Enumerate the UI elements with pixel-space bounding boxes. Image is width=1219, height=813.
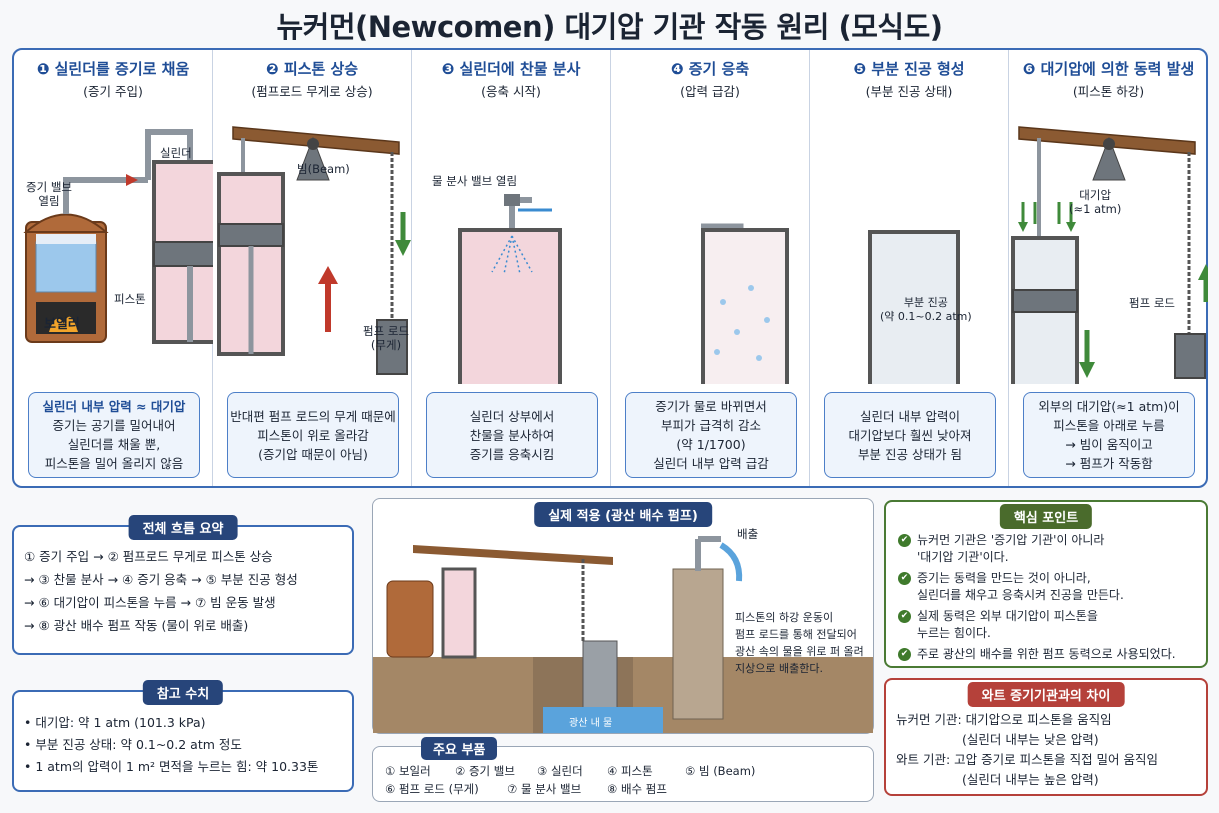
- step-6: ❻ 대기압에 의한 동력 발생 (피스톤 하강) 대기압(≈1 atm) 펌프 …: [1009, 50, 1208, 486]
- label-water-valve: 물 분사 밸브 열림: [432, 174, 518, 188]
- flow-line: → ⑥ 대기압이 피스톤을 누름 → ⑦ 빔 운동 발생: [24, 595, 276, 610]
- step-4-description: 증기가 물로 바뀌면서 부피가 급격히 감소 (약 1/1700) 실린더 내부…: [625, 392, 797, 478]
- step-5-title: ❺ 부분 진공 형성: [853, 60, 965, 78]
- flow-line: ① 증기 주입 → ② 펌프로드 무게로 피스톤 상승: [24, 549, 273, 564]
- step-5-subtitle: (부분 진공 상태): [865, 84, 953, 99]
- step-6-illustration: [1011, 126, 1208, 384]
- application-box: 실제 적용 (광산 배수 펌프) 배출 광산 내 물 피스톤의 하강 운동이 펌…: [372, 498, 874, 734]
- label-beam: 빔(Beam): [297, 162, 350, 176]
- parts-head: 주요 부품: [421, 737, 498, 760]
- steam-arrow-icon: [126, 174, 138, 186]
- parts-box: 주요 부품 ① 보일러 ② 증기 밸브 ③ 실린더 ④ 피스톤 ⑤ 빔 (Bea…: [372, 737, 874, 802]
- label-mine-water: 광산 내 물: [569, 718, 613, 729]
- part-item: ① 보일러: [385, 764, 431, 778]
- watt-line: (실린더 내부는 높은 압력): [962, 772, 1099, 787]
- check-icon: ✔: [898, 610, 911, 623]
- step-3-title: ❸ 실린더에 찬물 분사: [441, 60, 581, 78]
- step-2-description: 반대편 펌프 로드의 무게 때문에 피스톤이 위로 올라감 (증기압 때문이 아…: [227, 392, 399, 478]
- part-item: ② 증기 밸브: [455, 764, 515, 778]
- label-pump-rod-6: 펌프 로드: [1129, 296, 1175, 310]
- pump-tower-shape: [672, 568, 724, 720]
- watt-difference-box: 와트 증기기관과의 차이 뉴커먼 기관: 대기압으로 피스톤을 움직임 (실린더…: [884, 678, 1208, 796]
- label-piston: 피스톤: [114, 292, 146, 306]
- part-item: ③ 실린더: [537, 764, 583, 778]
- water-valve-icon: [504, 194, 520, 206]
- step-2-subtitle: (펌프로드 무게로 상승): [251, 84, 373, 99]
- outflow-water-icon: [719, 542, 743, 582]
- application-description: 피스톤의 하강 운동이 펌프 로드를 통해 전달되어 광산 속의 물을 위로 퍼…: [735, 611, 864, 675]
- piston-shape: [153, 241, 213, 267]
- page-title: 뉴커먼(Newcomen) 대기압 기관 작동 원리 (모식도): [276, 10, 943, 44]
- step-4-title: ❹ 증기 응축: [670, 60, 750, 78]
- step-1-subtitle: (증기 주입): [83, 84, 143, 99]
- application-head: 실제 적용 (광산 배수 펌프): [534, 502, 712, 527]
- keypoints-box: 핵심 포인트 ✔뉴커먼 기관은 '증기압 기관'이 아니라'대기압 기관'이다.…: [884, 500, 1208, 668]
- watt-difference-head: 와트 증기기관과의 차이: [967, 682, 1125, 707]
- reference-head: 참고 수치: [142, 680, 224, 705]
- step-5: ❺ 부분 진공 형성 (부분 진공 상태) 부분 진공(약 0.1~0.2 at…: [810, 50, 1009, 486]
- label-cylinder: 실린더: [160, 146, 192, 160]
- label-boiler: 보일러: [44, 317, 80, 332]
- step-1-illustration: [23, 129, 213, 344]
- check-icon: ✔: [898, 648, 911, 661]
- step-2-title: ❷ 피스톤 상승: [265, 60, 359, 78]
- keypoint-item: ✔뉴커먼 기관은 '증기압 기관'이 아니라'대기압 기관'이다.: [898, 532, 1202, 566]
- step-4-illustration: [701, 223, 789, 384]
- flow-line: → ③ 찬물 분사 → ④ 증기 응축 → ⑤ 부분 진공 형성: [24, 572, 298, 587]
- up-arrow-icon: [1198, 264, 1208, 280]
- check-icon: ✔: [898, 572, 911, 585]
- flow-summary-box: 전체 흐름 요약 ① 증기 주입 → ② 펌프로드 무게로 피스톤 상승 → ③…: [12, 515, 354, 655]
- step-1-description: 실린더 내부 압력 ≈ 대기압 증기는 공기를 밀어내어 실린더를 채울 뿐, …: [28, 392, 200, 478]
- down-arrow-icon: [1079, 362, 1095, 378]
- step-6-description: 외부의 대기압(≈1 atm)이 피스톤을 아래로 누름 → 빔이 움직이고 →…: [1023, 392, 1195, 478]
- flow-line: → ⑧ 광산 배수 펌프 작동 (물이 위로 배출): [24, 618, 249, 633]
- step-2: ❷ 피스톤 상승 (펌프로드 무게로 상승) 빔(Beam) 펌프 로드(무게)…: [213, 50, 412, 486]
- part-item: ⑤ 빔 (Beam): [685, 764, 756, 778]
- step-2-illustration: [217, 126, 411, 375]
- reference-line: • 대기압: 약 1 atm (101.3 kPa): [24, 715, 206, 730]
- label-pump-rod: 펌프 로드(무게): [363, 324, 409, 352]
- keypoint-item: ✔주로 광산의 배수를 위한 펌프 동력으로 사용되었다.: [898, 646, 1202, 663]
- part-item: ④ 피스톤: [607, 764, 653, 778]
- part-item: ⑧ 배수 펌프: [607, 782, 667, 796]
- part-item: ⑦ 물 분사 밸브: [507, 782, 582, 796]
- label-outflow: 배출: [737, 527, 759, 541]
- atm-arrow-icon: [1018, 222, 1028, 232]
- pump-weight-shape: [376, 319, 408, 375]
- step-3-subtitle: (응축 시작): [481, 84, 541, 99]
- reference-line: • 부분 진공 상태: 약 0.1~0.2 atm 정도: [24, 737, 242, 752]
- mine-pump-illustration: [373, 536, 873, 733]
- water-spray-icon: [491, 235, 533, 275]
- step-3-description: 실린더 상부에서 찬물을 분사하여 증기를 응축시킴: [426, 392, 598, 478]
- step-1-title: ❶ 실린더를 증기로 채움: [36, 60, 190, 78]
- flow-summary-head: 전체 흐름 요약: [128, 515, 238, 540]
- step-3: ❸ 실린더에 찬물 분사 (응축 시작) 물 분사 밸브 열림 실린더 상부에서…: [412, 50, 611, 486]
- reference-box: 참고 수치 • 대기압: 약 1 atm (101.3 kPa) • 부분 진공…: [12, 680, 354, 792]
- watt-line: (실린더 내부는 낮은 압력): [962, 732, 1099, 747]
- keypoint-item: ✔증기는 동력을 만드는 것이 아니라,실린더를 채우고 응축시켜 진공을 만든…: [898, 570, 1202, 604]
- reference-line: • 1 atm의 압력이 1 m² 면적을 누르는 힘: 약 10.33톤: [24, 759, 319, 774]
- step-4-subtitle: (압력 급감): [680, 84, 740, 99]
- keypoints-head: 핵심 포인트: [999, 504, 1093, 529]
- watt-line: 뉴커먼 기관: 대기압으로 피스톤을 움직임: [896, 712, 1112, 727]
- step-5-illustration: [868, 230, 960, 384]
- step-5-description: 실린더 내부 압력이 대기압보다 훨씬 낮아져 부분 진공 상태가 됨: [824, 392, 996, 478]
- step-4: ❹ 증기 응축 (압력 급감) 증기가 물로 바뀌면서 부피가 급격히 감소 (…: [611, 50, 810, 486]
- check-icon: ✔: [898, 534, 911, 547]
- up-arrow-icon: [318, 266, 338, 284]
- mine-water-shape: [543, 707, 663, 733]
- step-3-illustration: [458, 194, 562, 384]
- step-6-title: ❻ 대기압에 의한 동력 발생: [1022, 60, 1195, 78]
- fire-icon: [49, 316, 78, 332]
- part-item: ⑥ 펌프 로드 (무게): [385, 782, 479, 796]
- down-arrow-icon: [395, 240, 411, 256]
- step-6-subtitle: (피스톤 하강): [1072, 84, 1145, 99]
- watt-line: 와트 기관: 고압 증기로 피스톤을 직접 밀어 움직임: [896, 752, 1159, 767]
- label-atm: 대기압(≈1 atm): [1069, 188, 1122, 216]
- label-partial-vacuum: 부분 진공(약 0.1~0.2 atm): [880, 296, 972, 323]
